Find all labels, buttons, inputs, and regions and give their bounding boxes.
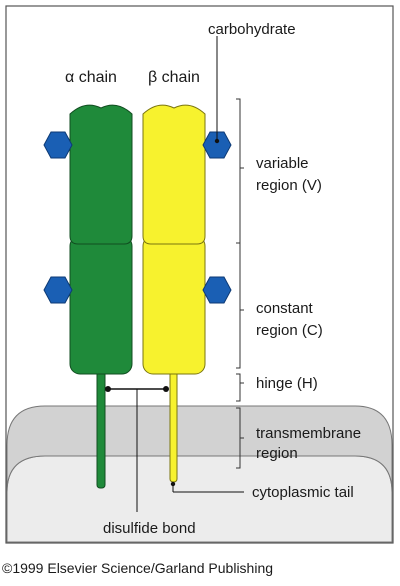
- beta-constant-domain: [142, 235, 206, 375]
- alpha-constant-domain: [69, 235, 133, 375]
- carbohydrate-hexagon-icon: [202, 276, 232, 304]
- disulfide-bond-label: disulfide bond: [103, 520, 196, 537]
- carbohydrate-label: carbohydrate: [208, 21, 296, 38]
- region-brackets: [236, 98, 244, 469]
- disulfide-bond-mark: [105, 386, 169, 512]
- constant-region-label-2: region (C): [256, 322, 323, 339]
- carbohydrate-hexagon-icon: [43, 276, 73, 304]
- beta-chain-label: β chain: [148, 69, 200, 86]
- carbohydrate-hexagon-icon: [202, 131, 232, 159]
- cytoplasmic-tail-leader: [170, 481, 244, 493]
- cytoplasmic-tail-label: cytoplasmic tail: [252, 484, 354, 501]
- alpha-variable-domain: [69, 104, 133, 245]
- variable-region-label-1: variable: [256, 155, 309, 172]
- transmembrane-label-2: region: [256, 445, 298, 462]
- beta-variable-domain: [142, 104, 206, 245]
- alpha-chain-tail: [96, 367, 106, 489]
- beta-chain-tail: [169, 367, 178, 483]
- copyright-credit: ©1999 Elsevier Science/Garland Publishin…: [2, 560, 274, 576]
- hinge-label: hinge (H): [256, 375, 318, 392]
- constant-region-label-1: constant: [256, 300, 314, 317]
- carbohydrate-leader: [214, 36, 220, 144]
- alpha-chain-label: α chain: [65, 69, 117, 86]
- carbohydrate-hexagon-icon: [43, 131, 73, 159]
- variable-region-label-2: region (V): [256, 177, 322, 194]
- transmembrane-label-1: transmembrane: [256, 425, 361, 442]
